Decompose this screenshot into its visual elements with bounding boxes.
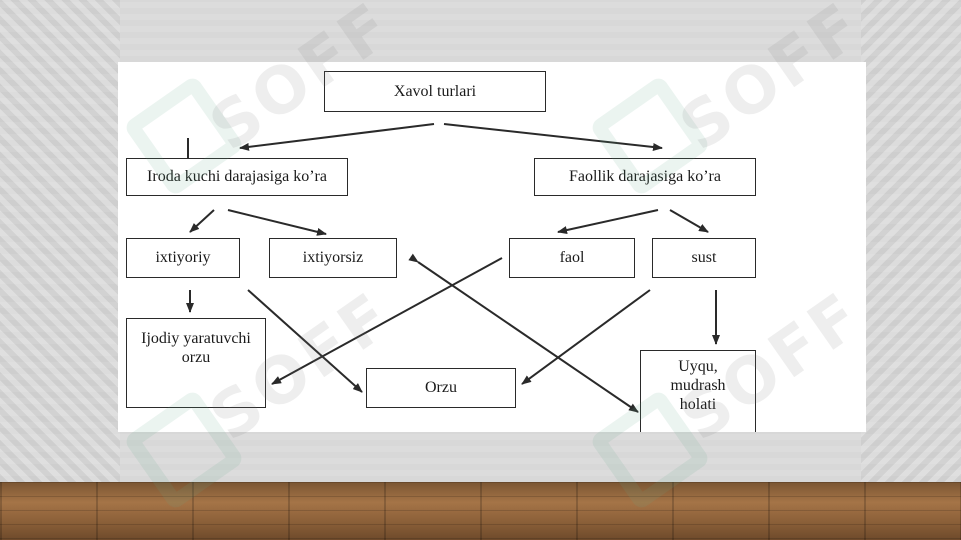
- node-creative-dream: Ijodiy yaratuvchi orzu: [126, 318, 266, 408]
- wooden-floor: [0, 482, 961, 540]
- arrow-left-to-ixtiyoriy: [189, 209, 215, 233]
- node-sust-label: sust: [691, 249, 717, 267]
- node-creative-dream-label: Ijodiy yaratuvchi orzu: [141, 330, 251, 367]
- node-ixtiyoriy: ixtiyoriy: [126, 238, 240, 278]
- decorative-pattern-left: [0, 0, 120, 482]
- node-ixtiyorsiz-label: ixtiyorsiz: [302, 249, 364, 267]
- node-ixtiyorsiz: ixtiyorsiz: [269, 238, 397, 278]
- diagram-panel: Xavol turlari Iroda kuchi darajasiga ko’…: [118, 62, 866, 432]
- node-ixtiyoriy-label: ixtiyoriy: [155, 249, 211, 267]
- diagram-connectors: [186, 123, 720, 413]
- node-sleep: Uyqu, mudrash holati: [640, 350, 756, 432]
- node-root: Xavol turlari: [324, 71, 546, 112]
- node-orzu-label: Orzu: [425, 379, 457, 397]
- arrow-right-to-sust: [669, 209, 709, 233]
- node-left-category-label: Iroda kuchi darajasiga ko’ra: [147, 168, 327, 186]
- arrow-ixtiyoriy-to-orzu: [247, 289, 363, 393]
- node-orzu: Orzu: [366, 368, 516, 408]
- arrow-sust-to-orzu: [521, 289, 651, 385]
- node-sleep-label: Uyqu, mudrash holati: [670, 358, 726, 414]
- arrow-root-to-right: [443, 123, 663, 151]
- node-faol-label: faol: [559, 249, 585, 267]
- arrow-ixtiyorsiz-sleep: [408, 253, 639, 413]
- node-right-category: Faollik darajasiga ko’ra: [534, 158, 756, 196]
- node-sust: sust: [652, 238, 756, 278]
- decorative-pattern-right: [861, 0, 961, 482]
- node-faol: faol: [509, 238, 635, 278]
- arrow-root-to-left: [239, 123, 435, 151]
- node-root-label: Xavol turlari: [393, 82, 477, 100]
- arrow-right-to-faol: [557, 209, 659, 234]
- node-right-category-label: Faollik darajasiga ko’ra: [569, 168, 721, 186]
- arrow-left-to-ixtiyorsiz: [227, 209, 327, 236]
- node-left-category: Iroda kuchi darajasiga ko’ra: [126, 158, 348, 196]
